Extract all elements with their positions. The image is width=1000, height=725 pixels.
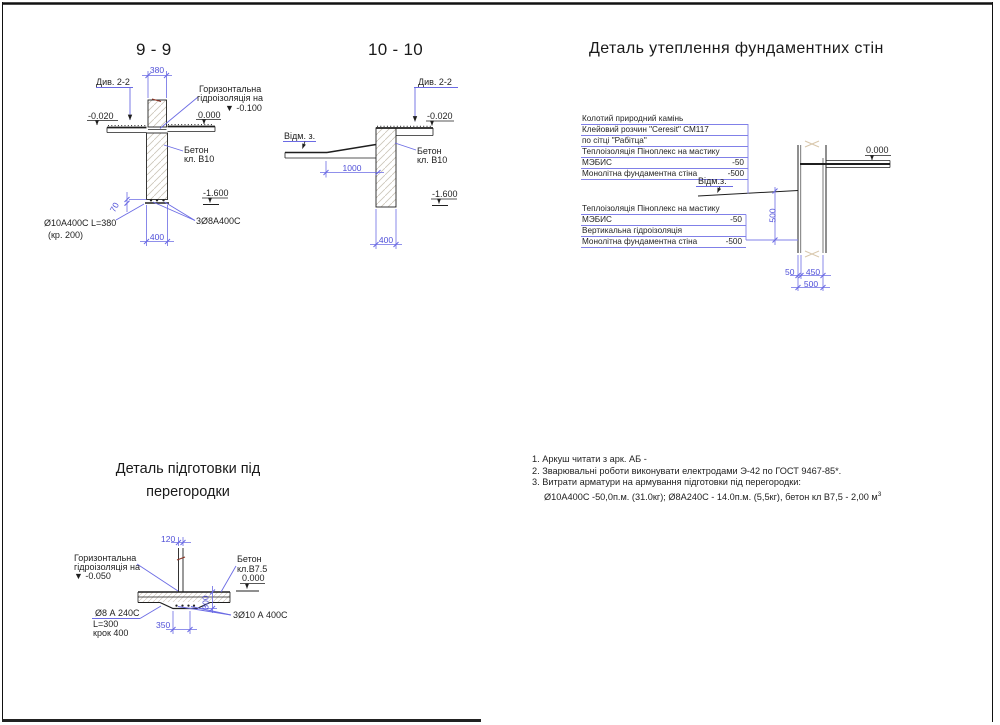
prep-rebar-line2: L=300 [93, 619, 119, 629]
layer-row: Теплоізоляція Піноплекс на мастику [581, 147, 748, 158]
concrete-label-10-10-line2: кл. В10 [417, 155, 448, 165]
prep-rebar-bottom: 3Ø10 А 400С [233, 610, 288, 620]
dim-350: 350 [156, 620, 171, 630]
ref-label-10-10: Див. 2-2 [418, 77, 452, 87]
prep-concrete-line2: кл.В7.5 [237, 564, 268, 574]
insulation-detail-title: Деталь утеплення фундаментних стін [589, 40, 884, 57]
section-10-10-title: 10 - 10 [368, 40, 424, 59]
elevation-top-10-10: -0.020 [427, 111, 453, 121]
ref-label-9-9: Див. 2-2 [96, 77, 130, 87]
dim-500-total: 500 [803, 279, 819, 289]
note-4-superscript: 3 [877, 490, 882, 498]
insulation-detail-drawing [696, 124, 891, 291]
prep-title-line1: Деталь підготовки під [115, 461, 261, 477]
layer-label: МЭБИС [582, 158, 612, 167]
layer-row: Клейовий розчин "Ceresit" СМ117 [581, 125, 748, 136]
prep-title-line2: перегородки [146, 484, 230, 500]
layer-row: Колотий природний камінь [581, 114, 748, 125]
section-10-10-drawing [283, 87, 458, 249]
dim-120: 120 [161, 534, 176, 544]
waterproofing-label-line2: гідроізоляція на [197, 93, 264, 103]
layer-row: Теплоізоляція Піноплекс на мастику [581, 204, 746, 215]
lower-layer-list: Теплоізоляція Піноплекс на мастику МЭБИС… [581, 204, 746, 248]
dim-50: 50 [785, 267, 795, 277]
layer-value: -500 [727, 169, 744, 178]
layer-label: Теплоізоляція Піноплекс на мастику [582, 147, 720, 156]
dim-400: 400 [149, 232, 165, 242]
prep-concrete-line1: Бетон [237, 554, 262, 564]
elevation-bottom: -1.600 [203, 188, 229, 198]
layer-label: Колотий природний камінь [582, 114, 684, 123]
layer-row: Монолітна фундаментна стіна -500 [581, 169, 748, 180]
dim-1000: 1000 [342, 163, 362, 173]
general-notes: 1. Аркуш читати з арк. АБ - 2. Зварюваль… [532, 454, 881, 503]
dim-450: 450 [805, 267, 821, 277]
prep-rebar-line1: Ø8 А 240С [95, 608, 140, 618]
layer-row: МЭБИС -50 [581, 158, 748, 169]
section-9-9-drawing [87, 71, 228, 246]
elevation-0000-insulation: 0.000 [866, 145, 889, 155]
section-9-9-title: 9 - 9 [136, 40, 172, 59]
layer-value: -50 [732, 158, 744, 167]
layer-row: Монолітна фундаментна стіна -500 [581, 237, 746, 248]
rebar-label-3: 3Ø8А400С [196, 216, 241, 226]
upper-layer-list: Колотий природний камінь Клейовий розчин… [581, 114, 748, 180]
dim-300: 300 [200, 595, 211, 610]
elevation-right: 0.000 [198, 110, 221, 120]
layer-label: Клейовий розчин "Ceresit" СМ117 [582, 125, 709, 134]
prep-waterproofing-elevation: ▼ -0.050 [74, 571, 111, 581]
prep-elevation: 0.000 [242, 573, 265, 583]
concrete-label-line1: Бетон [184, 145, 209, 155]
dim-400-10-10: 400 [378, 235, 394, 245]
ground-label-10-10: Відм. з. [284, 131, 316, 141]
layer-label: МЭБИС [582, 215, 612, 224]
rebar-label-1: Ø10А400С L=380 [44, 218, 117, 228]
note-2: 2. Зварювальні роботи виконувати електро… [532, 465, 842, 476]
layer-label: Монолітна фундаментна стіна [582, 237, 698, 246]
waterproofing-label-line1: Горизонтальна [199, 84, 262, 94]
note-4: Ø10А400С -50,0п.м. (31.0кг); Ø8А240С - 1… [544, 490, 882, 502]
elevation-left: -0.020 [88, 111, 114, 121]
concrete-label-10-10-line1: Бетон [417, 146, 442, 156]
layer-row: Вертикальна гідроізоляція [581, 226, 746, 237]
layer-label: Теплоізоляція Піноплекс на мастику [582, 204, 720, 213]
layer-value: -500 [725, 237, 742, 246]
prep-waterproofing-line2: гідроізоляція на [74, 562, 141, 572]
layer-label: Монолітна фундаментна стіна [582, 169, 698, 178]
layer-row: по сітці "Рабітца" [581, 136, 748, 147]
layer-label: Вертикальна гідроізоляція [582, 226, 683, 235]
layer-value: -50 [730, 215, 742, 224]
prep-rebar-line3: крок 400 [93, 628, 129, 638]
layer-label: по сітці "Рабітца" [582, 136, 647, 145]
layer-row: МЭБИС -50 [581, 215, 746, 226]
ground-label-insulation: Відм.з. [698, 176, 727, 186]
waterproofing-elevation: ▼ -0.100 [225, 103, 262, 113]
prep-detail-drawing [92, 537, 265, 634]
prep-waterproofing-line1: Горизонтальна [74, 553, 137, 563]
dim-380: 380 [149, 65, 165, 75]
dim-500-depth: 500 [767, 208, 778, 223]
rebar-label-2: (кр. 200) [48, 230, 83, 240]
elevation-bottom-10-10: -1.600 [432, 189, 458, 199]
concrete-label-line2: кл. В10 [184, 154, 215, 164]
note-1: 1. Аркуш читати з арк. АБ - [532, 454, 647, 464]
note-3: 3. Витрати арматури на армування підгото… [532, 477, 801, 488]
prep-detail-title: Деталь підготовки під перегородки [88, 458, 288, 504]
